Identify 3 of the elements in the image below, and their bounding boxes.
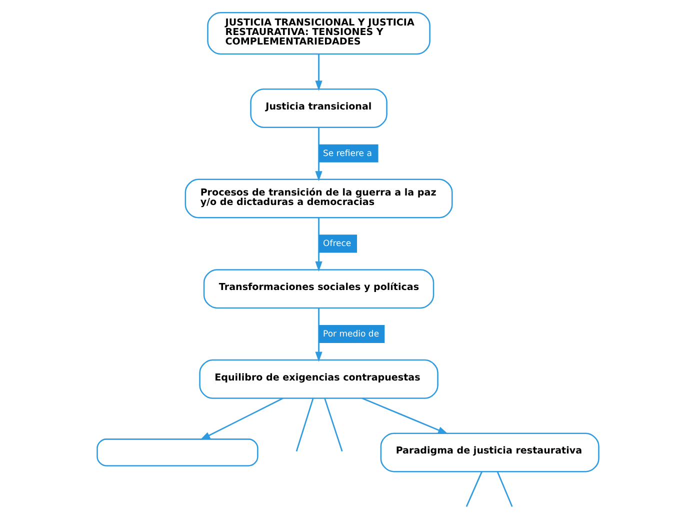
edge-label: Por medio de bbox=[323, 330, 380, 340]
edge-label: Ofrece bbox=[323, 239, 352, 250]
edge-label: Se refiere a bbox=[323, 148, 372, 159]
